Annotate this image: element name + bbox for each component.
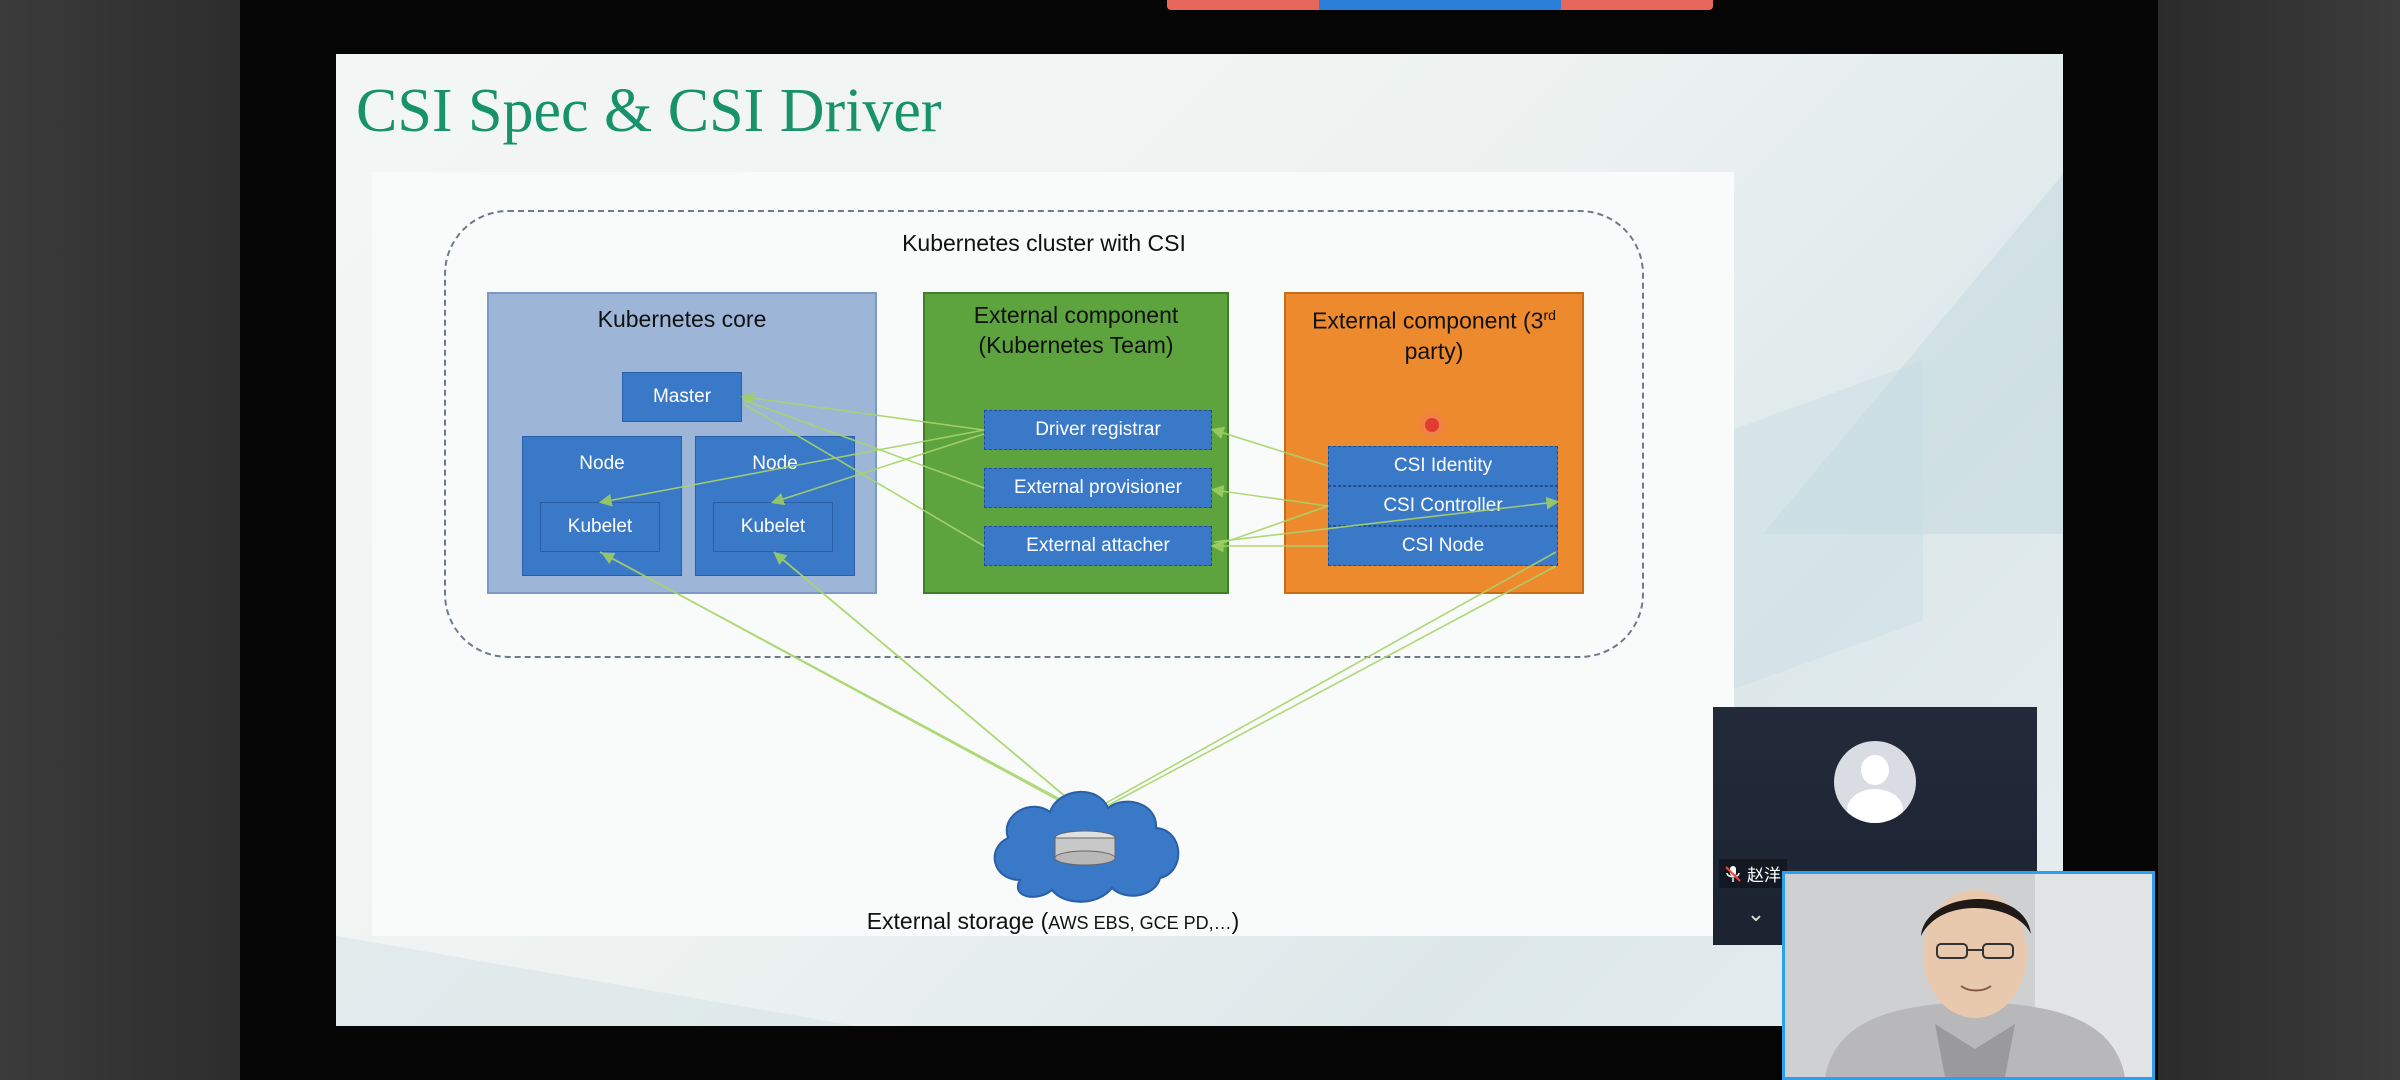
storage-label-text: External storage (: [866, 908, 1049, 934]
top-bar-right-segment[interactable]: [1561, 0, 1713, 10]
avatar-head: [1861, 755, 1889, 785]
kubelet-box-2: Kubelet: [713, 502, 833, 552]
third-party-title: External component (3rd party): [1286, 300, 1582, 366]
node-label: Node: [752, 453, 798, 474]
screen-share-stage: CSI Spec & CSI Driver Kubernetes cluster…: [240, 0, 2158, 1080]
external-provisioner-box: External provisioner: [984, 468, 1212, 508]
master-box: Master: [622, 372, 742, 422]
storage-label-examples: AWS EBS, GCE PD,…: [1048, 913, 1232, 933]
top-bar-center-segment[interactable]: [1319, 0, 1561, 10]
driver-registrar-box: Driver registrar: [984, 410, 1212, 450]
kubernetes-team-title: External component (Kubernetes Team): [925, 300, 1227, 360]
slide-decoration: [336, 936, 856, 1026]
participant-name: 赵洋: [1747, 866, 1781, 885]
participant-name-tag: 赵洋: [1719, 859, 1787, 888]
panel-title-line: External component (3: [1312, 307, 1544, 334]
kubernetes-core-title: Kubernetes core: [597, 306, 767, 332]
default-avatar-icon: [1834, 741, 1916, 823]
storage-label-end: ): [1231, 908, 1240, 934]
csi-controller-box: CSI Controller: [1328, 486, 1558, 526]
right-margin: [2158, 0, 2400, 1080]
meeting-top-control-bar[interactable]: [1167, 0, 1713, 10]
chevron-down-icon[interactable]: ⌄: [1746, 901, 1766, 926]
cloud-icon: [993, 791, 1180, 903]
panel-title-line: party): [1404, 337, 1464, 364]
top-bar-left-segment[interactable]: [1167, 0, 1319, 10]
self-camera-video[interactable]: [1782, 871, 2155, 1080]
csi-identity-box: CSI Identity: [1328, 446, 1558, 486]
shared-slide: CSI Spec & CSI Driver Kubernetes cluster…: [336, 54, 2063, 1026]
left-margin: [0, 0, 240, 1080]
external-attacher-box: External attacher: [984, 526, 1212, 566]
camera-feed-image: [1785, 874, 2152, 1077]
slide-title: CSI Spec & CSI Driver: [356, 77, 942, 145]
node-label: Node: [579, 453, 625, 474]
panel-title-line: External component: [973, 302, 1179, 328]
external-storage-label: External storage (AWS EBS, GCE PD,…): [372, 908, 1734, 935]
mic-muted-icon: [1725, 865, 1741, 883]
csi-node-box: CSI Node: [1328, 526, 1558, 566]
panel-title-line: (Kubernetes Team): [978, 332, 1174, 358]
kubelet-box-1: Kubelet: [540, 502, 660, 552]
panel-title-sup: rd: [1543, 307, 1556, 323]
laser-pointer: [1425, 418, 1439, 432]
csi-architecture-diagram: Kubernetes cluster with CSI Kubernetes c…: [372, 172, 1734, 936]
avatar-shoulders: [1847, 789, 1903, 823]
cluster-label: Kubernetes cluster with CSI: [902, 230, 1186, 256]
slide-decoration: [1763, 174, 2063, 534]
